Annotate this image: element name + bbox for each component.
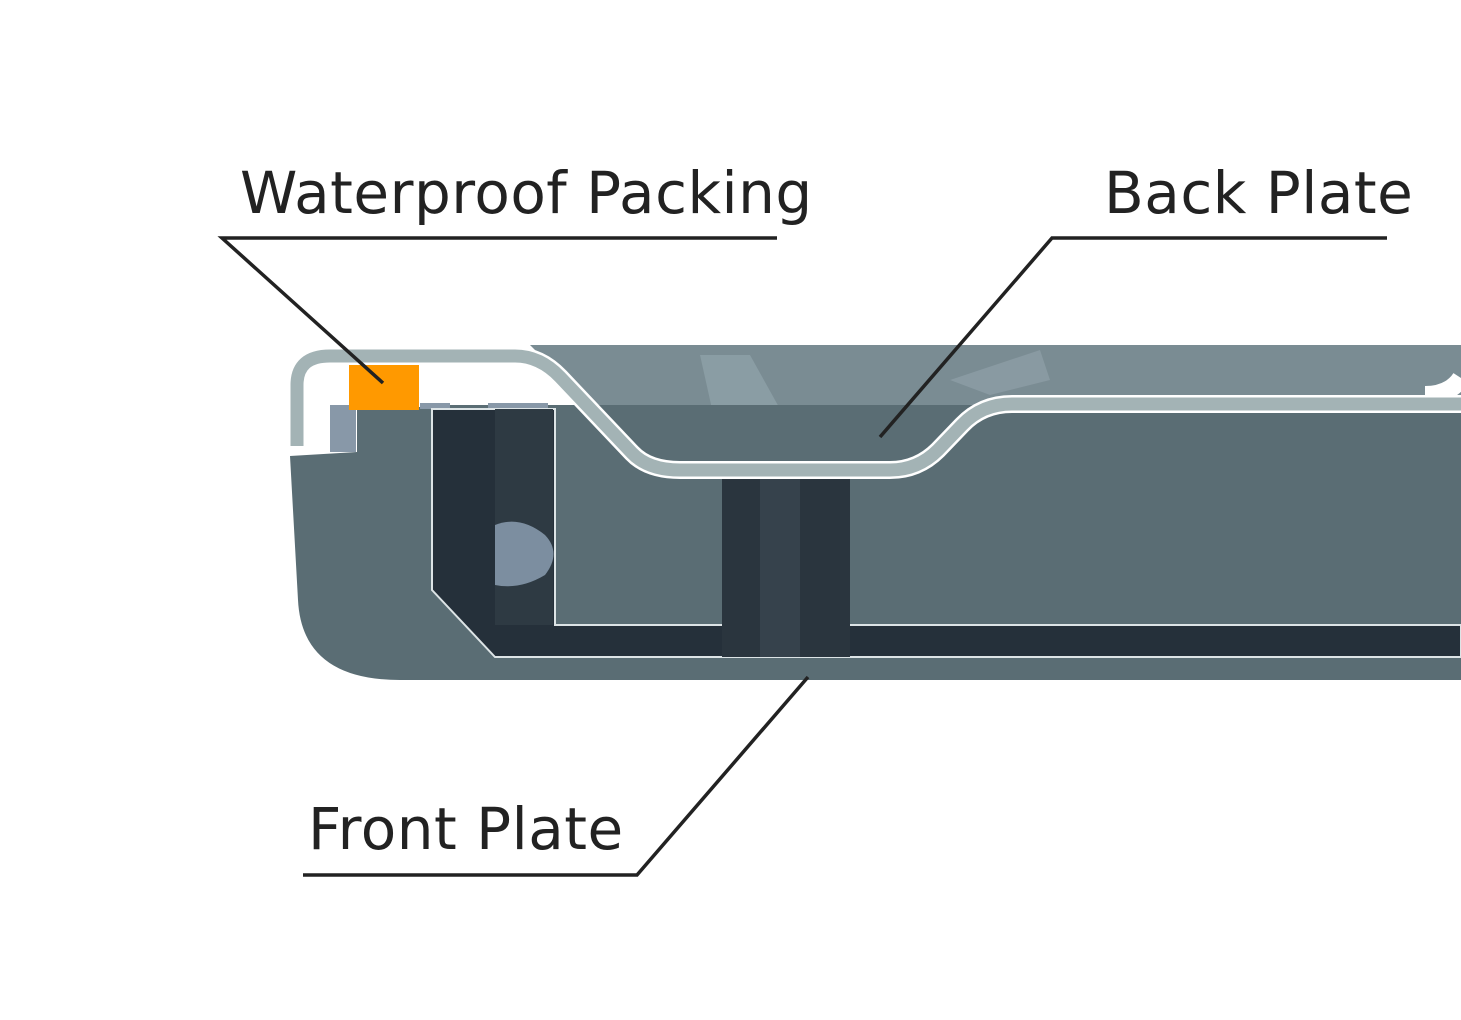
recess-highlight-2 [950, 350, 1050, 395]
pin [330, 405, 356, 452]
leader-front-plate [303, 675, 810, 877]
leader-back-plate [878, 236, 1387, 439]
label-back-plate: Back Plate [1104, 159, 1414, 227]
front-plate [290, 405, 1461, 680]
label-front-plate: Front Plate [308, 795, 624, 863]
label-waterproof-packing: Waterproof Packing [240, 159, 813, 227]
leader-waterproof-packing [217, 236, 777, 385]
waterproof-packing [349, 365, 419, 410]
boss-bump [495, 521, 554, 587]
